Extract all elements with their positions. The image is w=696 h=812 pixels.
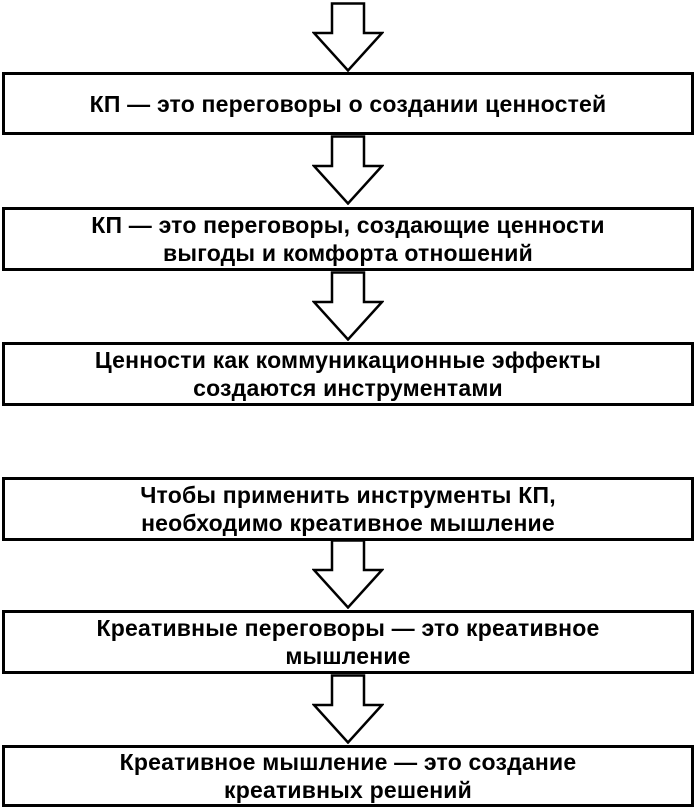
- flow-box-tools-require-creativity: Чтобы применить инструменты КП, необходи…: [2, 477, 694, 541]
- flow-box-text: Креативное мышление — это создание креат…: [119, 749, 577, 803]
- down-arrow-icon: [312, 135, 384, 205]
- down-arrow-icon: [312, 674, 384, 744]
- flow-box-values-effects: Ценности как коммуникационные эффекты со…: [2, 342, 694, 406]
- flow-box-kp-definition: КП — это переговоры о создании ценностей: [2, 72, 694, 135]
- flow-box-text: Чтобы применить инструменты КП, необходи…: [140, 482, 556, 536]
- flow-box-text: КП — это переговоры, создающие ценности …: [91, 212, 605, 266]
- down-arrow-icon: [312, 539, 384, 609]
- flow-box-text: Ценности как коммуникационные эффекты со…: [94, 347, 602, 401]
- down-arrow-icon: [312, 271, 384, 341]
- flow-box-kp-values: КП — это переговоры, создающие ценности …: [2, 207, 694, 271]
- flow-box-text: Креативные переговоры — это креативное м…: [96, 615, 600, 669]
- down-arrow-icon: [312, 2, 384, 72]
- flow-box-text: КП — это переговоры о создании ценностей: [89, 90, 607, 117]
- flow-box-creative-negotiations: Креативные переговоры — это креативное м…: [2, 610, 694, 674]
- flow-box-creative-thinking: Креативное мышление — это создание креат…: [2, 745, 694, 807]
